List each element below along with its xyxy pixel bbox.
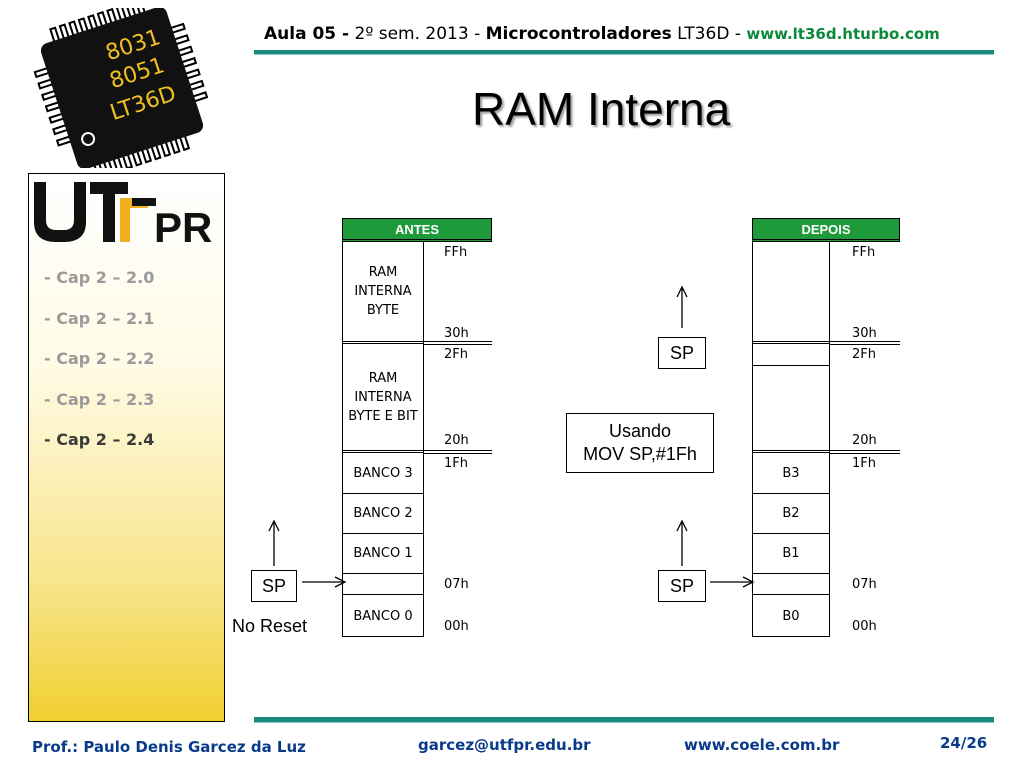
depois-upper-cell xyxy=(753,241,829,344)
antes-ram-byte-cell: RAM INTERNA BYTE xyxy=(343,241,423,344)
header: Aula 05 - 2º sem. 2013 - Microcontrolado… xyxy=(264,24,940,44)
footer-divider xyxy=(254,717,994,723)
antes-divider-20h xyxy=(424,450,492,454)
depois-addr-30h: 30h xyxy=(852,326,877,341)
antes-banco2-cell: BANCO 2 xyxy=(343,494,423,534)
header-course: Microcontroladores xyxy=(485,24,672,44)
depois-divider-30h xyxy=(830,341,900,345)
header-semester: 2º sem. 2013 - xyxy=(354,24,481,44)
antes-divider-30h xyxy=(424,341,492,345)
antes-addr-00h: 00h xyxy=(444,619,469,634)
utfpr-logo: PR xyxy=(34,182,212,244)
antes-ram-bit-cell: RAM INTERNA BYTE E BIT xyxy=(343,344,423,453)
sidebar-nav: - Cap 2 – 2.0 - Cap 2 – 2.1 - Cap 2 – 2.… xyxy=(44,268,154,471)
footer-page-number: 24/26 xyxy=(940,734,988,752)
depois-sp-slot-cell xyxy=(753,344,829,366)
header-divider xyxy=(254,50,994,55)
depois-addr-00h: 00h xyxy=(852,619,877,634)
depois-b0-cell: B0 xyxy=(782,608,800,624)
depois-b1-cell: B1 xyxy=(753,534,829,574)
depois-note-box: Usando MOV SP,#1Fh xyxy=(566,413,714,473)
antes-arrows xyxy=(268,519,347,588)
antes-memory-column: RAM INTERNA BYTE RAM INTERNA BYTE E BIT … xyxy=(342,241,424,637)
sidebar-item-cap-2-1[interactable]: - Cap 2 – 2.1 xyxy=(44,308,155,328)
sidebar-item-cap-2-0[interactable]: - Cap 2 – 2.0 xyxy=(44,268,155,287)
chip-logo: 8031 8051 LT36D xyxy=(33,8,209,168)
depois-header: DEPOIS xyxy=(752,218,900,242)
footer-site[interactable]: www.coele.com.br xyxy=(684,736,840,754)
depois-sp-top-box: SP xyxy=(658,337,706,369)
antes-addr-07h: 07h xyxy=(444,577,469,592)
sidebar-item-cap-2-2[interactable]: - Cap 2 – 2.2 xyxy=(44,349,155,368)
sidebar-item-cap-2-3[interactable]: - Cap 2 – 2.3 xyxy=(44,389,155,409)
antes-sp-box: SP xyxy=(251,570,297,602)
header-url[interactable]: www.lt36d.hturbo.com xyxy=(746,25,940,43)
antes-banco1-cell: BANCO 1 xyxy=(343,534,423,574)
depois-arrows xyxy=(676,285,755,588)
depois-addr-1fh: 1Fh xyxy=(852,456,876,471)
sidebar-item-cap-2-4[interactable]: - Cap 2 – 2.4 xyxy=(44,430,155,449)
depois-addr-07h: 07h xyxy=(852,577,877,592)
footer-email[interactable]: garcez@utfpr.edu.br xyxy=(418,736,591,754)
antes-no-reset-label: No Reset xyxy=(232,616,308,636)
footer-professor: Prof.: Paulo Denis Garcez da Luz xyxy=(32,738,306,756)
depois-bit-area-cell xyxy=(753,366,829,453)
sidebar-panel xyxy=(28,173,225,722)
antes-addr-20h: 20h xyxy=(444,433,469,448)
antes-addr-ffh: FFh xyxy=(444,245,468,260)
depois-addr-20h: 20h xyxy=(852,433,877,448)
depois-addr-ffh: FFh xyxy=(852,245,876,260)
depois-note-line-2: MOV SP,#1Fh xyxy=(583,444,697,464)
depois-memory-column: B3 B2 B1 B0 xyxy=(752,241,830,637)
header-code: LT36D - xyxy=(677,24,741,44)
antes-banco0-cell: BANCO 0 xyxy=(353,608,413,624)
antes-sp-slot-cell xyxy=(343,574,423,595)
slide-title: RAM Interna xyxy=(472,83,731,135)
antes-addr-2fh: 2Fh xyxy=(444,347,468,362)
antes-addr-1fh: 1Fh xyxy=(444,456,468,471)
antes-banco3-cell: BANCO 3 xyxy=(343,453,423,494)
depois-note-line-1: Usando xyxy=(608,421,672,441)
depois-b2-cell: B2 xyxy=(753,494,829,534)
header-lesson: Aula 05 - xyxy=(264,24,350,44)
depois-addr-2fh: 2Fh xyxy=(852,347,876,362)
depois-sp-bottom-slot-cell xyxy=(753,574,829,595)
utfpr-logo-text: PR xyxy=(154,204,212,244)
depois-b3-cell: B3 xyxy=(753,453,829,494)
antes-header: ANTES xyxy=(342,218,492,242)
depois-sp-bottom-box: SP xyxy=(658,570,706,602)
depois-divider-20h xyxy=(830,450,900,454)
antes-addr-30h: 30h xyxy=(444,326,469,341)
